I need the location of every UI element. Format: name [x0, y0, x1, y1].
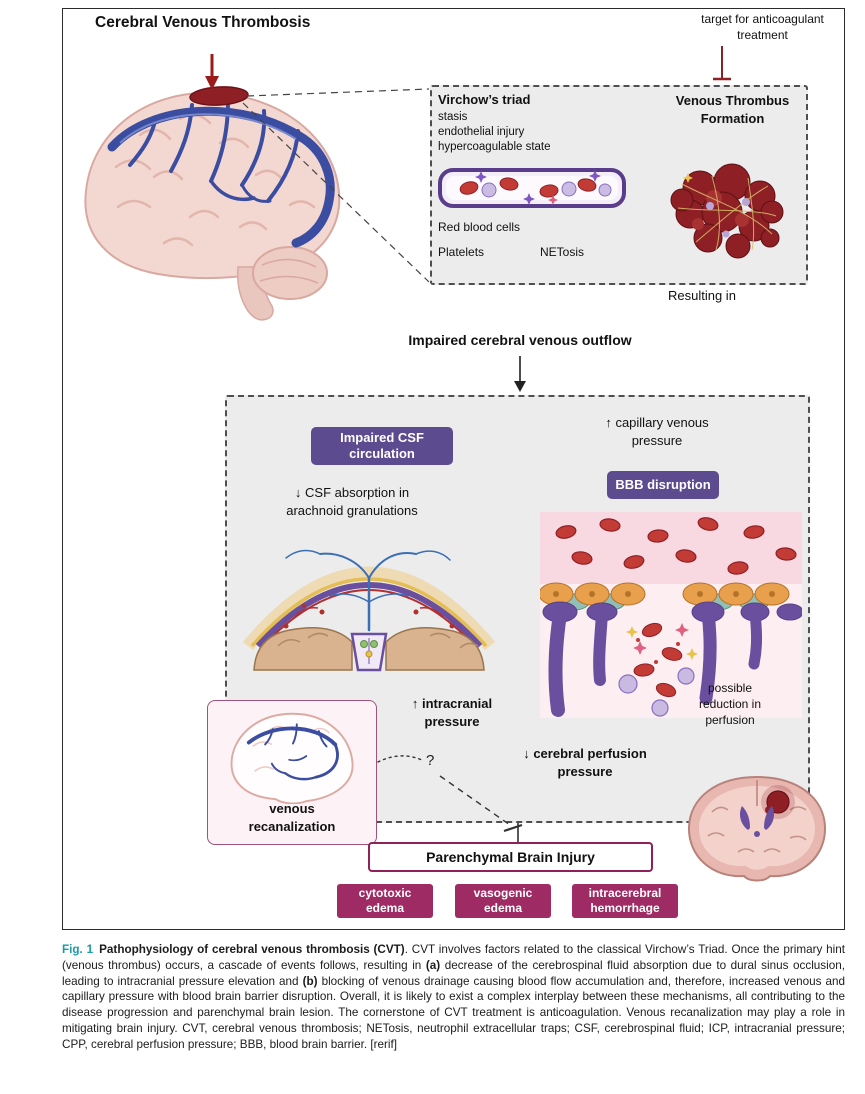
bbb-disruption-badge: BBB disruption — [607, 471, 719, 499]
caption-body-3: blocking of venous drainage causing bloo… — [62, 974, 845, 1051]
caption-fig-label: Fig. 1 — [62, 943, 94, 956]
virchow-item-stasis: stasis — [438, 111, 468, 123]
anticoagulant-note: target for anticoagulant treatment — [701, 12, 824, 42]
resulting-in-label: Resulting in — [668, 288, 736, 303]
figure-title: Cerebral Venous Thrombosis — [95, 14, 311, 31]
intracranial-pressure-label: ↑ intracranial pressure — [411, 696, 493, 729]
recanalization-label: venous recanalization — [248, 801, 336, 834]
virchow-item-hypercoagulable: hypercoagulable state — [438, 141, 551, 153]
virchow-item-endothelial: endothelial injury — [438, 126, 525, 138]
recanalization-brain-illustration — [218, 708, 366, 804]
outflow-label: Impaired cerebral venous outflow — [408, 332, 632, 348]
caption-marker-a: (a) — [425, 958, 441, 972]
virchow-heading: Virchow’s triad — [438, 92, 531, 107]
rbc-label: Red blood cells — [438, 220, 521, 234]
injury-box: Parenchymal Brain Injury — [368, 842, 653, 872]
thrombus-heading: Venous Thrombus Formation — [675, 93, 790, 126]
impaired-csf-badge: Impaired CSF circulation — [311, 427, 453, 465]
caption-title: Pathophysiology of cerebral venous throm… — [99, 943, 405, 956]
caption-body-1: . CVT involves factors related to the cl… — [62, 943, 845, 972]
bbb-disruption-illustration — [540, 512, 802, 718]
outcome-vasogenic-edema: vasogenic edema — [455, 884, 551, 918]
caption-marker-b: (b) — [302, 974, 318, 988]
platelets-label: Platelets — [438, 245, 485, 259]
csf-absorption-label: ↓ CSF absorption in arachnoid granulatio… — [286, 485, 418, 518]
capillary-pressure-label: ↑ capillary venous pressure — [605, 415, 709, 448]
caption-body-2: decrease of the cerebrospinal fluid abso… — [62, 958, 845, 988]
outcome-cytotoxic-edema: cytotoxic edema — [337, 884, 433, 918]
possible-reduction-label: possible reduction in perfusion — [698, 681, 762, 728]
question-mark: ? — [426, 752, 435, 769]
netosis-label: NETosis — [540, 245, 585, 259]
cerebral-perfusion-label: ↓ cerebral perfusion pressure — [523, 746, 647, 779]
blood-vessel-illustration — [437, 163, 627, 213]
outcome-intracerebral-hemorrhage: intracerebral hemorrhage — [572, 884, 678, 918]
coronal-brain-illustration — [678, 772, 836, 884]
brain-lateral-illustration — [72, 85, 352, 330]
figure-caption: Fig. 1 Pathophysiology of cerebral venous… — [62, 942, 845, 1053]
arachnoid-granulation-illustration — [238, 518, 500, 673]
thrombus-cluster-illustration — [652, 150, 797, 268]
